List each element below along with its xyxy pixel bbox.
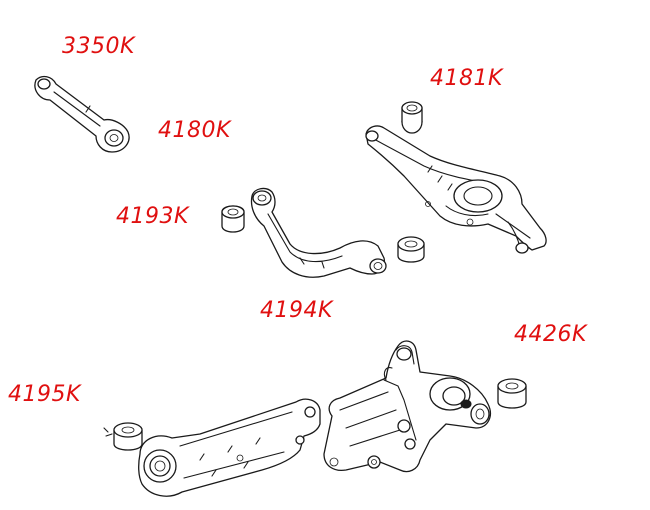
upper-link-3350k (34, 75, 130, 153)
label-4181k: 4181K (430, 66, 503, 91)
label-4195k: 4195K (8, 382, 81, 407)
label-4426k: 4426K (514, 322, 587, 347)
label-4193k: 4193K (116, 204, 189, 229)
label-4194k: 4194K (260, 298, 333, 323)
knuckle-4426k (323, 340, 527, 473)
trailing-arm-4195k (103, 398, 321, 497)
label-3350k: 3350K (62, 34, 135, 59)
lower-control-arm-4181k (365, 101, 547, 254)
label-4180k: 4180K (158, 118, 231, 143)
camber-arm-4193k (221, 187, 425, 278)
